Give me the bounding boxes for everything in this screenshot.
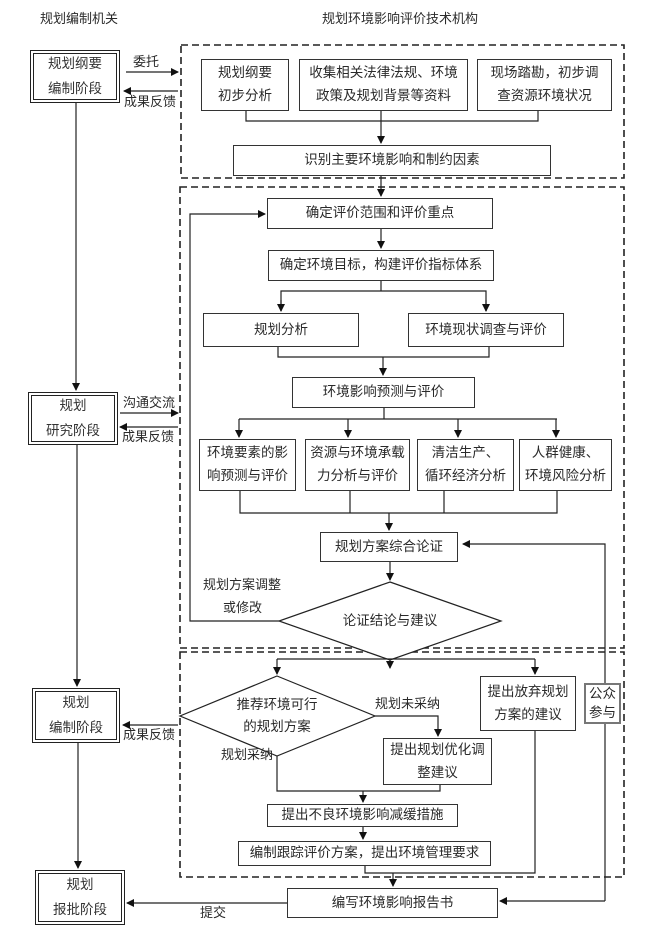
box-tracking[interactable]: 编制跟踪评价方案，提出环境管理要求 xyxy=(238,841,491,866)
box-environment-status[interactable]: 环境现状调查与评价 xyxy=(408,313,564,347)
loop-adjust xyxy=(189,210,279,622)
box-targets[interactable]: 确定环境目标，构建评价指标体系 xyxy=(268,250,494,281)
label-feedback2: 成果反馈 xyxy=(122,430,175,445)
box-carrying-capacity[interactable]: 资源与环境承载力分析与评价 xyxy=(305,439,410,491)
label-entrust: 委托 xyxy=(133,55,160,70)
stage-research[interactable]: 规划研究阶段 xyxy=(28,392,118,445)
loop-public xyxy=(462,540,606,901)
box-mitigation[interactable]: 提出不良环境影响减缓措施 xyxy=(267,804,458,827)
box-identify-impacts[interactable]: 识别主要环境影响和制约因素 xyxy=(233,145,551,176)
box-element-impacts[interactable]: 环境要素的影响预测与评价 xyxy=(199,439,296,491)
box-collect-materials[interactable]: 收集相关法律法规、环境政策及规划背景等资料 xyxy=(299,59,468,111)
diamond-recommend-label[interactable]: 推荐环境可行的规划方案 xyxy=(236,697,318,735)
stage-approval[interactable]: 规划报批阶段 xyxy=(35,870,125,925)
stage-outline-drafting[interactable]: 规划纲要编制阶段 xyxy=(30,50,120,103)
box-optimize[interactable]: 提出规划优化调整建议 xyxy=(383,738,492,785)
label-adjust-2: 或修改 xyxy=(223,601,263,616)
box-impact-prediction[interactable]: 环境影响预测与评价 xyxy=(292,377,475,408)
box-plan-analysis[interactable]: 规划分析 xyxy=(203,313,359,347)
box-health-risk[interactable]: 人群健康、环境风险分析 xyxy=(519,439,612,491)
join-section1 xyxy=(245,111,539,122)
box-clean-production[interactable]: 清洁生产、循环经济分析 xyxy=(417,439,514,491)
label-submit: 提交 xyxy=(200,906,227,921)
box-public-participation[interactable]: 公众参与 xyxy=(584,683,621,724)
label-adopted: 规划采纳 xyxy=(221,748,274,763)
label-communicate: 沟通交流 xyxy=(123,396,176,411)
box-scope[interactable]: 确定评价范围和评价重点 xyxy=(267,198,493,229)
label-feedback3: 成果反馈 xyxy=(123,728,176,743)
box-abandon[interactable]: 提出放弃规划方案的建议 xyxy=(480,676,576,731)
label-feedback1: 成果反馈 xyxy=(124,95,177,110)
box-site-survey[interactable]: 现场踏勘，初步调查资源环境状况 xyxy=(477,59,612,111)
stage-compilation[interactable]: 规划编制阶段 xyxy=(32,688,120,743)
section1-boundary xyxy=(180,44,625,179)
box-report[interactable]: 编写环境影响报告书 xyxy=(287,888,498,918)
box-synthesis[interactable]: 规划方案综合论证 xyxy=(320,532,458,562)
box-outline-analysis[interactable]: 规划纲要初步分析 xyxy=(201,59,289,111)
label-adjust-1: 规划方案调整 xyxy=(203,578,282,593)
header-planning-agency: 规划编制机关 xyxy=(40,12,119,27)
label-not-adopted: 规划未采纳 xyxy=(375,697,441,712)
header-eia-agency: 规划环境影响评价技术机构 xyxy=(322,12,479,27)
diamond-conclusion-label[interactable]: 论证结论与建议 xyxy=(342,613,438,629)
